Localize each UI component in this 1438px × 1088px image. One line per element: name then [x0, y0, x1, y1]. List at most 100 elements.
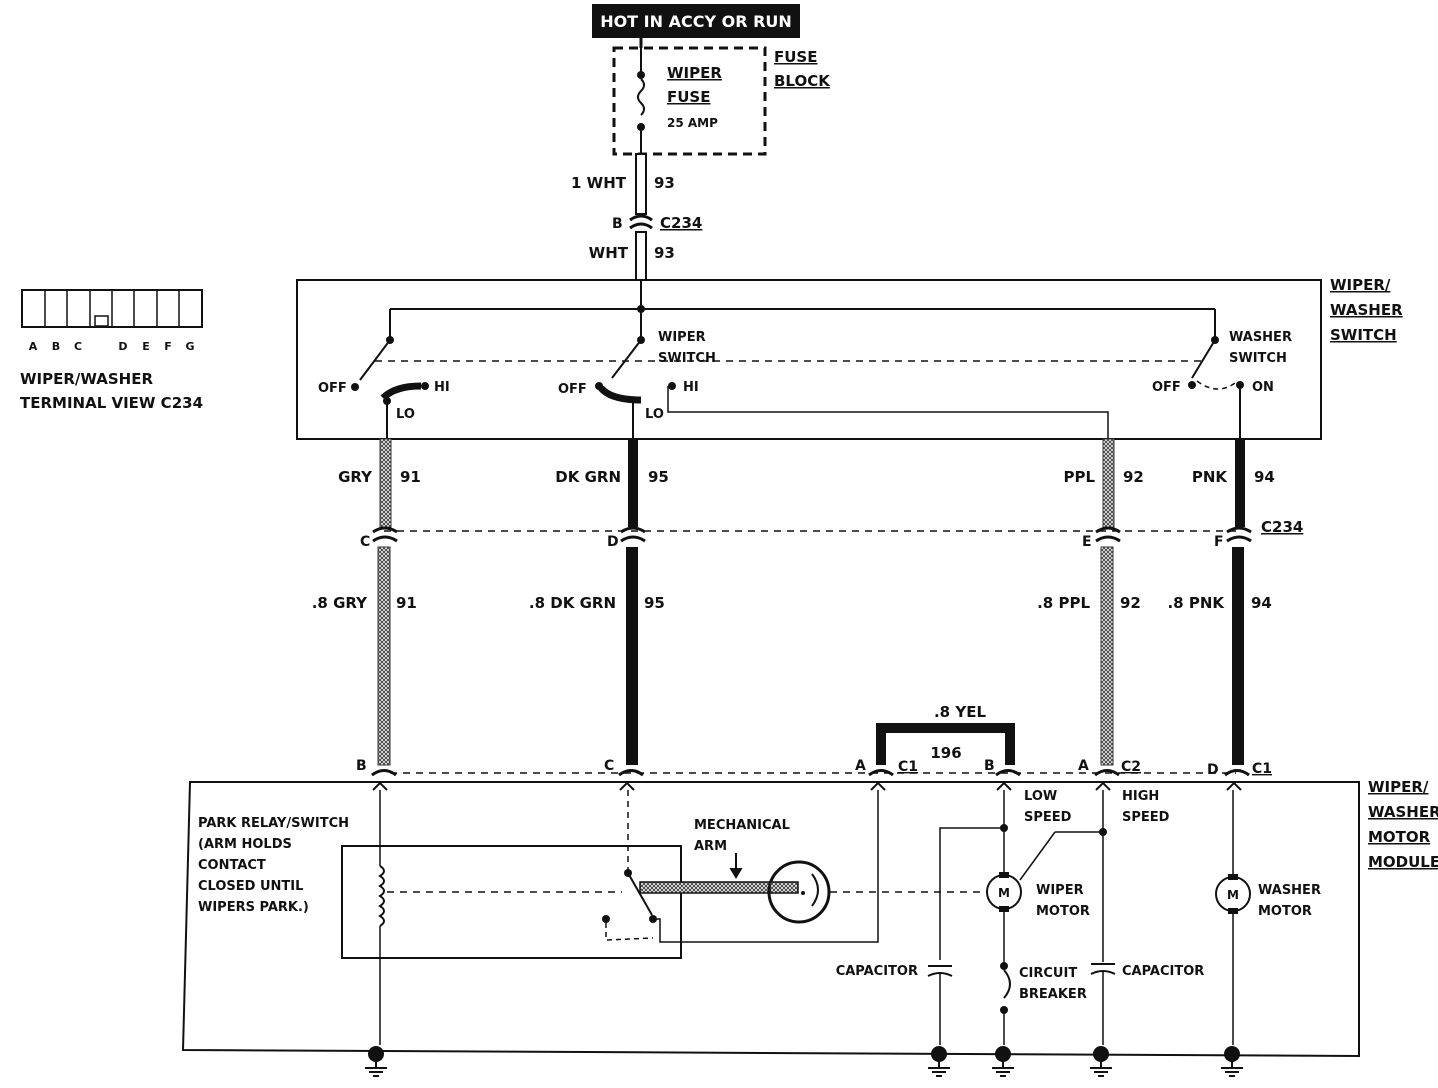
- upper-wire-1-color: GRY: [338, 468, 373, 486]
- wire-gry-91: [377, 438, 392, 766]
- fuse-rating: 25 AMP: [667, 116, 718, 130]
- c234-top-name: C234: [660, 214, 702, 232]
- circuit-breaker-label-line1: CIRCUIT: [1019, 966, 1077, 981]
- terminal-pin-f: F: [164, 340, 172, 353]
- fuse-element-icon: [637, 78, 645, 116]
- wire-lower-circuit: 93: [654, 244, 675, 262]
- mid-pin-c: C: [360, 534, 370, 550]
- washer-off: OFF: [1152, 380, 1181, 395]
- upper-wire-3-circuit: 92: [1123, 468, 1144, 486]
- lower-wire-1-circuit: 91: [396, 594, 417, 612]
- low-speed-label-line2: SPEED: [1024, 810, 1072, 825]
- terminal-view-title-line1: WIPER/WASHER: [20, 370, 153, 388]
- wiper-motor-label-line1: WIPER: [1036, 883, 1084, 898]
- capacitor-right-label: CAPACITOR: [1122, 964, 1204, 979]
- terminal-pin-c: C: [74, 340, 82, 353]
- switch-box-outline: [296, 279, 1322, 440]
- wiper-washer-switch-box: OFF HI LO OFF HI LO WIPER SWITCH OFF ON …: [296, 276, 1403, 440]
- switch1-lo: LO: [396, 407, 415, 422]
- motor-module-title-line3: MOTOR: [1368, 828, 1431, 846]
- ground-icon: [991, 1045, 1015, 1077]
- motor-module-outline: [181, 781, 1360, 1058]
- fuse-block: WIPER FUSE 25 AMP FUSE BLOCK: [612, 46, 831, 156]
- module-c1-a: C1: [898, 759, 918, 775]
- module-pin-a-c1: A: [855, 758, 866, 774]
- wire-upper-color: 1 WHT: [571, 174, 627, 192]
- lower-wire-2-color: .8 DK GRN: [529, 594, 616, 612]
- terminal-pin-d: D: [118, 340, 127, 353]
- mid-pin-f: F: [1214, 534, 1224, 550]
- module-pin-b-c1: B: [984, 758, 995, 774]
- terminal-pin-g: G: [185, 340, 194, 353]
- upper-wire-4-color: PNK: [1192, 468, 1229, 486]
- wiper-switch-label-line1: WIPER: [658, 330, 706, 345]
- terminal-pin-b: B: [52, 340, 60, 353]
- circuit-breaker-label-line2: BREAKER: [1019, 987, 1087, 1002]
- circuit-breaker-icon: [1003, 969, 1011, 999]
- ground-icon: [1089, 1045, 1113, 1077]
- banner-text: HOT IN ACCY OR RUN: [600, 12, 792, 31]
- wire-pnk-94: [1232, 439, 1245, 765]
- capacitor-right-icon: [1090, 963, 1116, 975]
- wiper-motor-label-line2: MOTOR: [1036, 904, 1090, 919]
- arm-pointer-arrow-icon: [729, 867, 743, 879]
- fuse-label-line1: WIPER: [667, 64, 722, 82]
- hot-in-accy-banner: HOT IN ACCY OR RUN: [592, 4, 800, 38]
- switch1-off: OFF: [318, 381, 347, 396]
- module-connectors: B C A C1 B A C2 D C1: [356, 758, 1272, 778]
- switch2-off: OFF: [558, 382, 587, 397]
- module-c2: C2: [1121, 759, 1141, 775]
- ground-icon: [927, 1045, 951, 1077]
- lower-wire-1-color: .8 GRY: [312, 594, 368, 612]
- park-relay-label-line1: PARK RELAY/SWITCH: [198, 816, 349, 831]
- terminal-view-c234: A B C D E F G WIPER/WASHER TERMINAL VIEW…: [20, 289, 203, 412]
- upper-wire-2-circuit: 95: [648, 468, 669, 486]
- module-pin-b-left: B: [356, 758, 367, 774]
- upper-wire-1-circuit: 91: [400, 468, 421, 486]
- terminal-pin-e: E: [142, 340, 150, 353]
- jumper-yel-196: .8 YEL 196: [876, 703, 1015, 765]
- park-relay-label-line2: (ARM HOLDS: [198, 837, 292, 852]
- mid-pin-e: E: [1082, 534, 1092, 550]
- capacitor-left-icon: [927, 965, 953, 977]
- mechanical-arm-label-line1: MECHANICAL: [694, 818, 790, 833]
- ground-icon: [1220, 1045, 1244, 1077]
- upper-wire-2-color: DK GRN: [555, 468, 621, 486]
- upper-wire-4-circuit: 94: [1254, 468, 1275, 486]
- park-relay-label-line4: CLOSED UNTIL: [198, 879, 303, 894]
- switch-box-title-line1: WIPER/: [1330, 276, 1391, 294]
- module-pin-c: C: [604, 758, 614, 774]
- mechanical-arm-icon: [639, 881, 783, 894]
- module-pin-d: D: [1207, 762, 1219, 778]
- park-relay-label-line3: CONTACT: [198, 858, 266, 873]
- lower-wire-2-circuit: 95: [644, 594, 665, 612]
- washer-switch-label-line2: SWITCH: [1229, 351, 1287, 366]
- lower-wire-3-color: .8 PPL: [1037, 594, 1090, 612]
- switch2-contact-bar: [598, 385, 642, 404]
- wire-upper-circuit: 93: [654, 174, 675, 192]
- motor-module-title-line1: WIPER/: [1368, 778, 1429, 796]
- switch1-contact-bar: [380, 382, 422, 401]
- motor-module-title-line2: WASHER: [1368, 803, 1438, 821]
- module-c1-d: C1: [1252, 761, 1272, 777]
- lower-wire-4-color: .8 PNK: [1167, 594, 1225, 612]
- fuse-block-title-line2: BLOCK: [774, 72, 831, 90]
- wire-dkgrn-95: [626, 439, 638, 765]
- wiper-motor-symbol: M: [998, 886, 1010, 900]
- upper-wire-3-color: PPL: [1063, 468, 1095, 486]
- park-relay-box: [341, 845, 682, 959]
- lower-wire-4-circuit: 94: [1251, 594, 1272, 612]
- jumper-color: .8 YEL: [934, 703, 986, 721]
- mechanical-arm-label-line2: ARM: [694, 839, 727, 854]
- wire-ppl-92: [1100, 438, 1115, 766]
- park-relay-label-line5: WIPERS PARK.): [198, 900, 309, 915]
- wiper-switch-label-line2: SWITCH: [658, 351, 716, 366]
- switch2-hi: HI: [683, 380, 699, 395]
- terminal-view-title-line2: TERMINAL VIEW C234: [20, 394, 203, 412]
- mid-pin-d: D: [607, 534, 619, 550]
- terminal-pin-a: A: [29, 340, 38, 353]
- washer-switch-label-line1: WASHER: [1229, 330, 1292, 345]
- switch-box-title-line3: SWITCH: [1330, 326, 1397, 344]
- washer-motor-label-line2: MOTOR: [1258, 904, 1312, 919]
